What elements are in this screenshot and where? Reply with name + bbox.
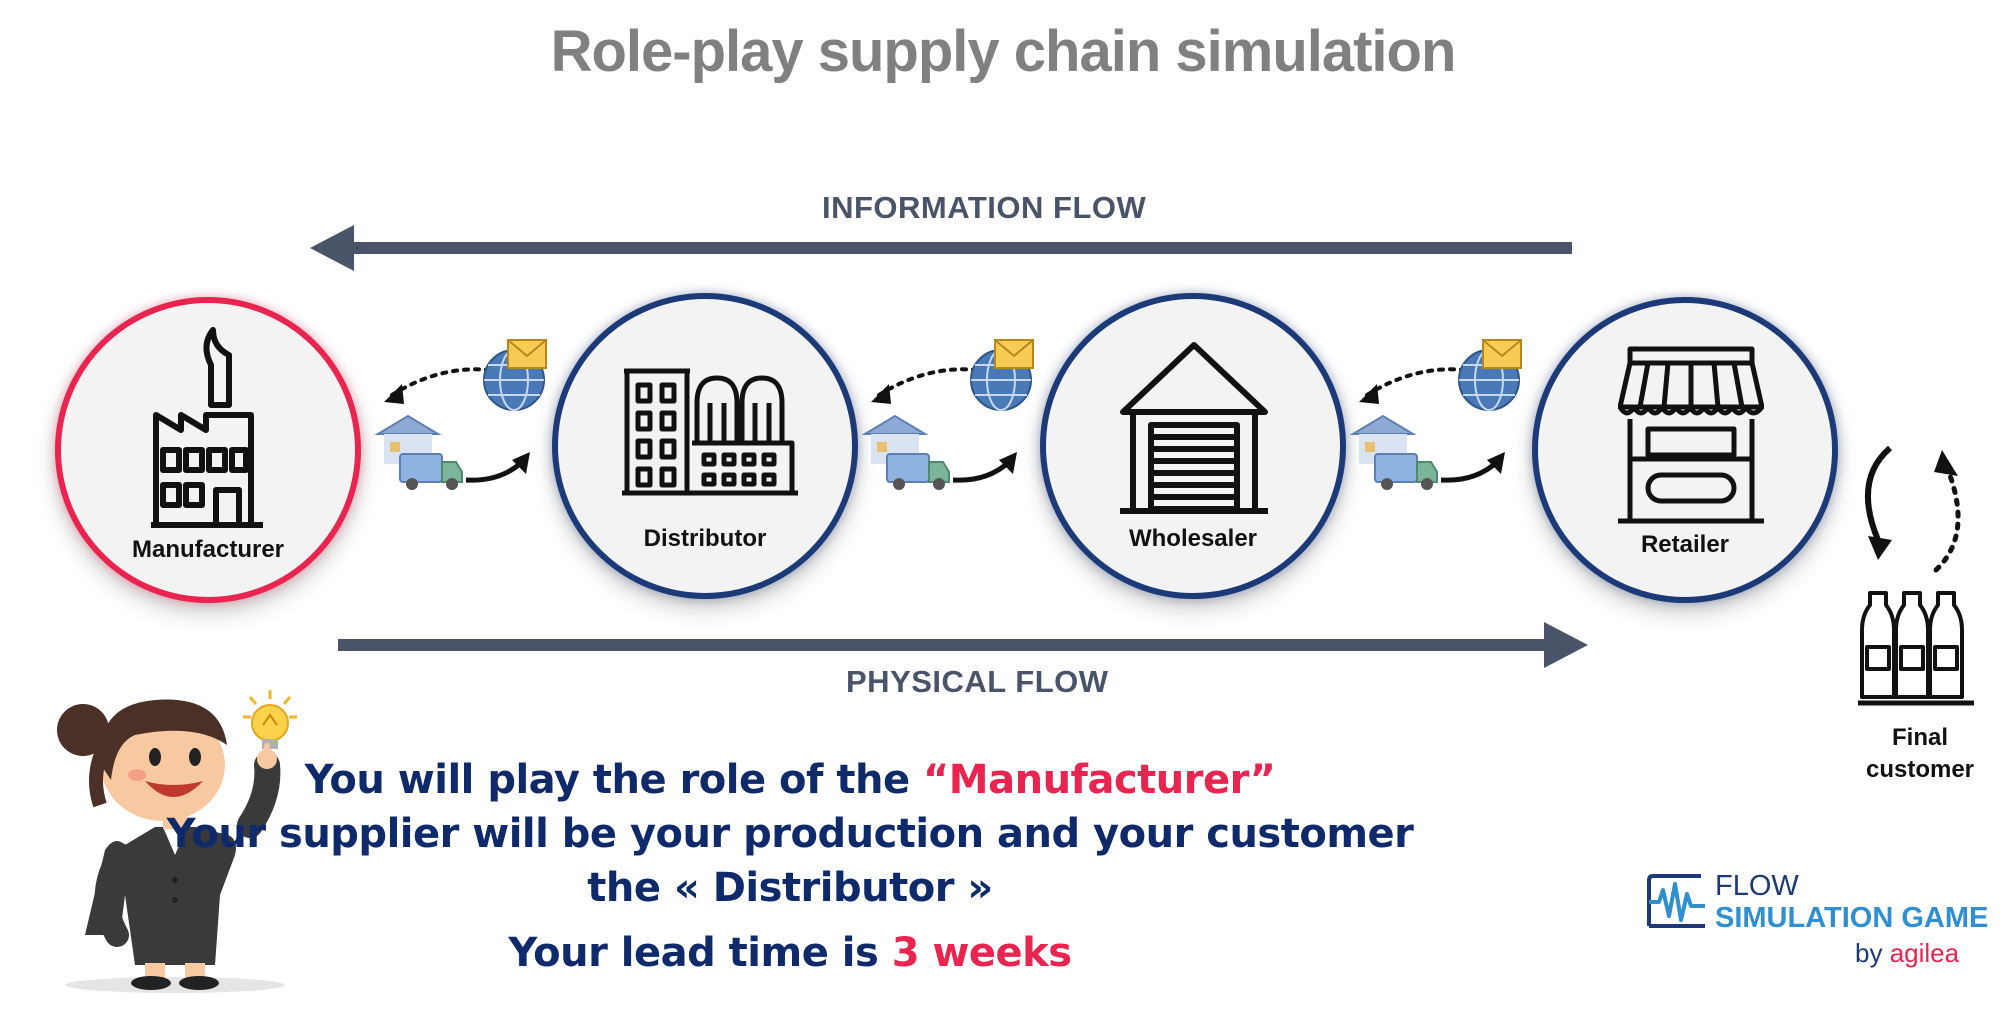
manufacturer-label: Manufacturer bbox=[131, 536, 285, 563]
retailer-node: Retailer bbox=[1532, 297, 1838, 603]
logo-line2: SIMULATION GAME bbox=[1715, 902, 1989, 934]
logo-line3: by agilea bbox=[1855, 938, 1959, 969]
logo-line1: FLOW bbox=[1715, 870, 1799, 902]
distribution-center-icon bbox=[622, 368, 798, 496]
role-message-line1: You will play the role of the “Manufactu… bbox=[0, 757, 1580, 803]
envelope-icon bbox=[507, 339, 547, 369]
lightbulb-icon bbox=[243, 690, 297, 749]
role-message-prefix: You will play the role of the bbox=[304, 757, 924, 803]
delivery-arrow-icon bbox=[465, 460, 524, 483]
role-message-line3: the « Distributor » bbox=[587, 865, 993, 911]
role-name: “Manufacturer” bbox=[923, 757, 1276, 803]
milk-bottles-icon bbox=[1858, 591, 1974, 706]
consumption-cycle-icon bbox=[1865, 445, 1961, 573]
final-customer-label: Final customer bbox=[1840, 722, 2000, 786]
distributor-label: Distributor bbox=[643, 525, 767, 552]
information-flow-label: INFORMATION FLOW bbox=[822, 190, 1147, 225]
physical-flow-arrow bbox=[338, 622, 1588, 668]
lead-time-value: 3 weeks bbox=[891, 930, 1072, 976]
final-customer-line1: Final bbox=[1891, 724, 1948, 751]
role-message-line2: Your supplier will be your production an… bbox=[166, 811, 1414, 857]
logo-brand: agilea bbox=[1889, 938, 1960, 968]
warehouse-icon bbox=[1120, 342, 1268, 514]
wholesaler-label: Wholesaler bbox=[1128, 525, 1258, 552]
information-flow-arrow bbox=[310, 225, 1572, 271]
exchange-connector-3 bbox=[1349, 339, 1522, 490]
factory-icon bbox=[151, 327, 263, 528]
logo-by: by bbox=[1855, 938, 1890, 968]
retailer-label: Retailer bbox=[1640, 531, 1730, 558]
page-title: Role-play supply chain simulation bbox=[550, 19, 1457, 84]
physical-flow-label: PHYSICAL FLOW bbox=[846, 664, 1109, 699]
lead-time-prefix: Your lead time is bbox=[508, 930, 892, 976]
shop-icon bbox=[1618, 346, 1764, 524]
final-customer-line2: customer bbox=[1865, 756, 1975, 783]
distributor-node: Distributor bbox=[552, 293, 858, 599]
exchange-connector-1 bbox=[374, 339, 547, 490]
waveform-logo-icon bbox=[1647, 874, 1705, 928]
lead-time-message: Your lead time is 3 weeks bbox=[0, 930, 1580, 976]
order-dotted-arrow-icon bbox=[390, 367, 492, 397]
truck-icon bbox=[399, 453, 463, 490]
businesswoman-illustration bbox=[57, 690, 297, 993]
depot-icon bbox=[374, 414, 442, 464]
wholesaler-node: Wholesaler bbox=[1040, 293, 1346, 599]
exchange-connector-2 bbox=[861, 339, 1034, 490]
manufacturer-node: Manufacturer bbox=[55, 297, 361, 603]
